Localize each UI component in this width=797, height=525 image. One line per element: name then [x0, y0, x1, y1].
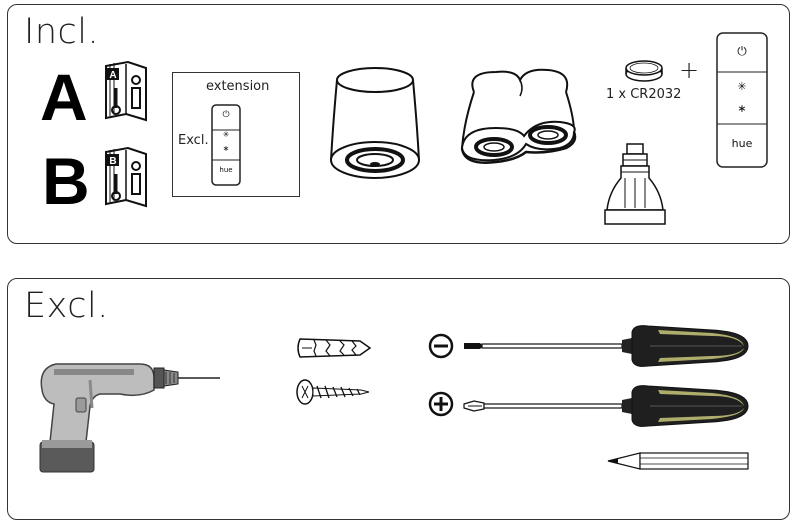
dimmer-switch-icon [211, 104, 241, 186]
dimmer-remote-icon [716, 32, 768, 168]
manual-letter-a: A [40, 60, 88, 134]
manual-letter-b: B [42, 144, 90, 218]
wall-plug-icon [297, 338, 372, 358]
drill-icon [39, 363, 220, 473]
remote-brighter-button: ✳ [737, 80, 747, 93]
coin-battery-icon [625, 60, 663, 82]
plus-symbol-icon [428, 391, 454, 417]
included-panel [7, 4, 790, 244]
included-heading: Incl. [24, 12, 100, 52]
manual-booklet-b-icon: B [105, 146, 147, 208]
single-spotlight-icon [330, 67, 420, 179]
extension-box [172, 72, 300, 197]
battery-label: 1 x CR2032 [606, 87, 682, 102]
extension-power-button: ⏻ [222, 110, 230, 120]
manual-booklet-a-icon: A [105, 60, 147, 122]
extension-dimmer-button: ∗ [222, 144, 230, 153]
plus-sign: + [679, 56, 700, 84]
screw-icon [296, 379, 370, 405]
excluded-panel [7, 278, 790, 520]
phillips-screwdriver-icon [463, 385, 749, 427]
excluded-heading: Excl. [24, 286, 109, 326]
extension-excluded-label: Excl. [178, 133, 209, 148]
gu10-bulb-icon [604, 143, 666, 225]
extension-label: extension [206, 79, 270, 94]
remote-hue-button: hue [731, 137, 753, 150]
svg-text:B: B [109, 156, 116, 167]
pencil-icon [607, 452, 749, 470]
remote-dimmer-button: ∗ [737, 102, 747, 115]
flathead-screwdriver-icon [464, 325, 749, 367]
minus-symbol-icon [428, 333, 454, 359]
extension-brighter-button: ✳ [222, 130, 230, 139]
extension-hue-button: hue [219, 166, 233, 174]
remote-power-button: ⏻ [737, 44, 747, 58]
svg-text:A: A [109, 70, 116, 81]
double-spotlight-icon [460, 68, 577, 164]
